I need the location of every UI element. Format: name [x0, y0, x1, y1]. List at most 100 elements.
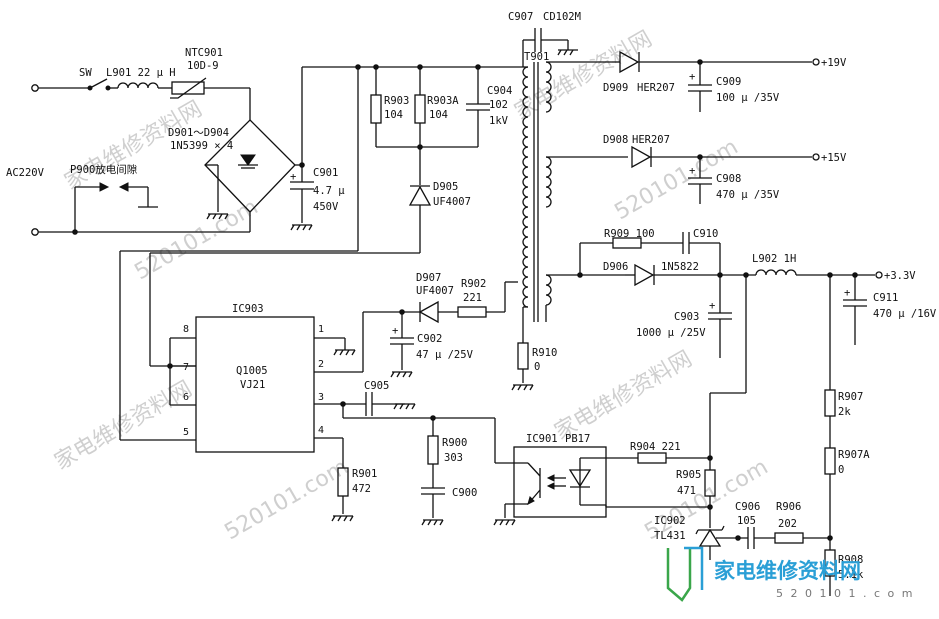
resistor-r907a — [824, 447, 836, 475]
r903-ref: R903 — [384, 95, 409, 107]
ic902-value: TL431 — [654, 530, 686, 542]
ac-terminal-bottom — [31, 228, 39, 236]
ntc901-ref: NTC901 — [185, 47, 223, 59]
ac-input-label: AC220V — [6, 167, 45, 179]
ground-symbol — [290, 224, 313, 231]
r900-value: 303 — [444, 452, 463, 464]
sw-ref: SW — [79, 67, 92, 79]
terminal-15v — [812, 153, 820, 161]
c904-ref: C904 — [487, 85, 512, 97]
input-section: AC220V SW L901 22 μ H NTC901 10D-9 P900放… — [6, 47, 345, 236]
ic901-optocoupler: IC901 PB17 — [493, 433, 607, 526]
c908-ref: C908 — [716, 173, 741, 185]
r904-label: R904 221 — [630, 441, 681, 453]
ic903-pin7: 7 — [183, 362, 189, 373]
terminal-19v — [812, 58, 820, 66]
output-19v: +19V D909 HER207 + C909 100 μ /35V — [546, 50, 847, 112]
c901-voltage: 450V — [313, 201, 339, 213]
current-sense: R901 472 — [314, 437, 377, 522]
d908-value: HER207 — [632, 134, 670, 146]
c909-value: 100 μ /35V — [716, 92, 780, 104]
r901-value: 472 — [352, 483, 371, 495]
c907-value: CD102M — [543, 11, 581, 23]
c910-ref: C910 — [693, 228, 718, 240]
d908-ref: D908 — [603, 134, 628, 146]
bridge-value: 1N5399 × 4 — [170, 140, 233, 152]
r900-ref: R900 — [442, 437, 467, 449]
p900-label: P900放电间隙 — [70, 163, 138, 176]
r908-value: 5.1k — [838, 569, 864, 581]
d906-ref: D906 — [603, 261, 628, 273]
r905-ref: R905 — [676, 469, 701, 481]
r907a-value: 0 — [838, 464, 844, 476]
r901-ref: R901 — [352, 468, 377, 480]
ic903-marking: VJ21 — [240, 379, 265, 391]
ic903-pin6: 6 — [183, 392, 189, 403]
logo-url: 5 2 0 1 0 1 . c o m — [776, 587, 914, 600]
output-3v3: R909 100 C910 D906 1N5822 + C903 1000 μ … — [546, 228, 937, 358]
c906-value: 105 — [737, 515, 756, 527]
out-3v3-label: +3.3V — [884, 270, 916, 282]
voltage-divider: R907 2k R907A 0 R908 5.1k — [824, 275, 870, 596]
c900-ref: C900 — [452, 487, 477, 499]
bridge-rectifier — [204, 119, 296, 213]
resistor-r906 — [774, 532, 804, 544]
ic903-part: Q1005 — [236, 365, 268, 377]
output-15v: +15V D908 HER207 + C908 470 μ /35V — [546, 134, 847, 204]
r902-ref: R902 — [461, 278, 486, 290]
watermark-layer: 家电维修资料网 520101.com 家电维修资料网 520101.com 家电… — [51, 27, 773, 546]
watermark-text: 520101.com — [221, 455, 353, 546]
c903-ref: C903 — [674, 311, 699, 323]
ic903-pin5: 5 — [183, 427, 189, 438]
r903a-ref: R903A — [427, 95, 459, 107]
c902-value: 47 μ /25V — [416, 349, 474, 361]
snubber-section: R903 104 R903A 104 C904 102 1kV D905 UF4… — [149, 64, 523, 367]
ic901-value: PB17 — [565, 433, 590, 445]
logo-mark — [666, 548, 692, 602]
svg-text:+: + — [689, 165, 695, 177]
r906-ref: R906 — [776, 501, 801, 513]
spark-gap-arrow — [118, 182, 129, 192]
ground-symbol — [206, 213, 229, 220]
svg-text:+: + — [290, 171, 296, 183]
r907a-ref: R907A — [838, 449, 870, 461]
ntc901-value: 10D-9 — [187, 60, 219, 72]
bridge-ref: D901～D904 — [168, 127, 229, 139]
c911-ref: C911 — [873, 292, 898, 304]
diode-d906 — [634, 263, 655, 287]
resistor-r900 — [427, 435, 439, 465]
ic903-pin2: 2 — [318, 359, 324, 370]
svg-text:+: + — [392, 325, 398, 337]
spark-gap-arrow — [99, 182, 110, 192]
c903-value: 1000 μ /25V — [636, 327, 706, 339]
l901-label: L901 22 μ H — [106, 67, 176, 79]
ac-terminal-top — [31, 84, 39, 92]
ntc901-thermistor — [171, 81, 205, 95]
r909-label: R909 100 — [604, 228, 655, 240]
d907-ref: D907 — [416, 272, 441, 284]
svg-text:+: + — [844, 287, 850, 299]
d909-value: HER207 — [637, 82, 675, 94]
ic903-pin8: 8 — [183, 324, 189, 335]
resistor-r902 — [457, 306, 487, 318]
d909-ref: D909 — [603, 82, 628, 94]
ic903-pin3: 3 — [318, 392, 324, 403]
c909-ref: C909 — [716, 76, 741, 88]
r903a-value: 104 — [429, 109, 448, 121]
logo-text: 家电维修资料网 — [714, 558, 861, 583]
d905-ref: D905 — [433, 181, 458, 193]
diode-d908 — [631, 145, 652, 169]
diode-d907 — [418, 300, 439, 324]
ic901-ref: IC901 — [526, 433, 558, 445]
resistor-r904 — [637, 452, 667, 464]
svg-text:+: + — [689, 71, 695, 83]
ic902-regulator: IC902 TL431 — [654, 515, 748, 560]
c901-ref: C901 — [313, 167, 338, 179]
inductor-l901 — [117, 82, 159, 89]
ic903-chip: IC903 Q1005 VJ21 8 7 6 5 1 2 3 4 — [119, 250, 420, 453]
c901-value: 4.7 μ — [313, 185, 345, 197]
c904-voltage: 1kV — [489, 115, 509, 127]
capacitor-c907-group: C907 CD102M — [508, 11, 581, 67]
ic903-pin1: 1 — [318, 324, 324, 335]
